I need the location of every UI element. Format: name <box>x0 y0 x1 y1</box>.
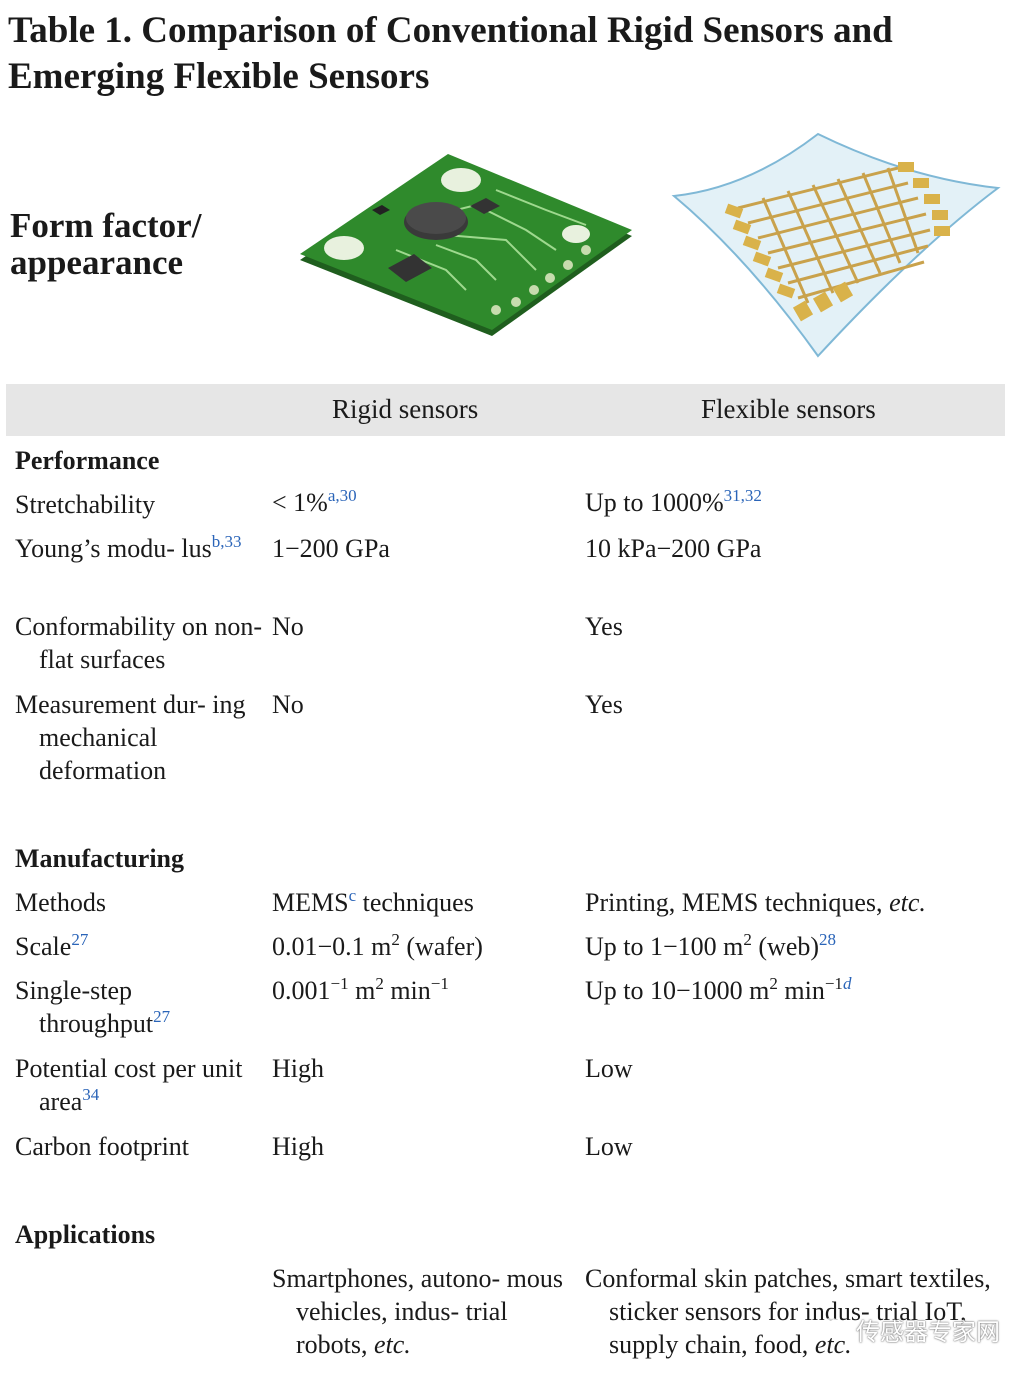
section-manufacturing: Manufacturing <box>15 844 184 873</box>
flexible-scale: Up to 1−100 m2 (web)28 <box>585 929 837 961</box>
rigid-methods: MEMSc techniques <box>272 885 474 917</box>
flexible-carbon: Low <box>585 1132 633 1161</box>
row-label-stretchability: Stretchability <box>15 490 156 519</box>
flexible-stretchability: Up to 1000%31,32 <box>585 485 762 517</box>
row-label-youngs-modulus: Young’s modu- lusb,33 <box>15 531 242 563</box>
rigid-conformability: No <box>272 612 304 641</box>
table-header-band <box>6 384 1005 436</box>
flexible-measurement: Yes <box>585 690 623 719</box>
flexible-methods: Printing, MEMS techniques, etc. <box>585 888 926 917</box>
rigid-measurement: No <box>272 690 304 719</box>
row-label-carbon: Carbon footprint <box>15 1132 190 1161</box>
rigid-scale: 0.01−0.1 m2 (wafer) <box>272 929 483 961</box>
row-label-measurement: Measurement dur- ing mechanical deformat… <box>15 690 246 785</box>
row-label-cost: Potential cost per unit area34 <box>15 1054 243 1116</box>
table-title: Table 1. Comparison of Conventional Rigi… <box>8 10 893 97</box>
flexible-conformability: Yes <box>585 612 623 641</box>
rigid-youngs-modulus: 1−200 GPa <box>272 534 390 563</box>
header-rigid: Rigid sensors <box>332 394 479 424</box>
form-factor-label: Form factor/ appearance <box>10 206 202 282</box>
wechat-icon <box>819 1318 850 1341</box>
flexible-applications: Conformal skin patches, smart textiles, … <box>585 1264 991 1359</box>
rigid-applications: Smartphones, autono- mous vehicles, indu… <box>272 1264 564 1359</box>
watermark-text: 传感器专家网 <box>856 1318 1000 1346</box>
rigid-carbon: High <box>272 1132 324 1161</box>
row-label-scale: Scale27 <box>15 929 89 961</box>
row-label-conformability: Conformability on non-flat surfaces <box>15 612 262 674</box>
flexible-throughput: Up to 10−1000 m2 min−1d <box>585 973 852 1005</box>
section-performance: Performance <box>15 446 160 475</box>
flexible-sensor-image <box>671 132 1001 358</box>
header-flexible: Flexible sensors <box>701 394 876 424</box>
row-label-throughput: Single-step throughput27 <box>15 976 171 1038</box>
flexible-cost: Low <box>585 1054 633 1083</box>
row-label-methods: Methods <box>15 888 106 917</box>
flexible-youngs-modulus: 10 kPa−200 GPa <box>585 534 762 563</box>
rigid-cost: High <box>272 1054 324 1083</box>
rigid-stretchability: < 1%a,30 <box>272 485 357 517</box>
rigid-throughput: 0.001−1 m2 min−1 <box>272 973 449 1005</box>
rigid-sensor-image <box>300 154 632 336</box>
section-applications: Applications <box>15 1220 156 1249</box>
